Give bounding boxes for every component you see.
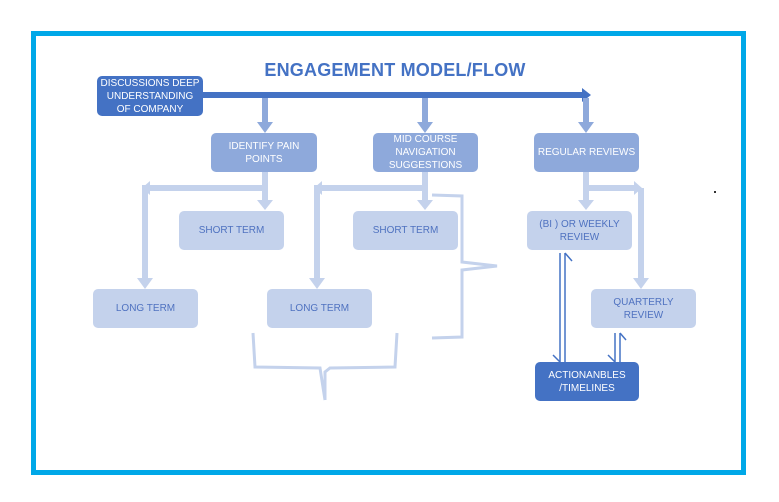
node-regular-reviews: REGULAR REVIEWS xyxy=(534,133,639,172)
node-short-term-1: SHORT TERM xyxy=(179,211,284,250)
diagram-frame xyxy=(31,31,746,475)
arrow-to-pain-points xyxy=(257,98,273,133)
stray-dot xyxy=(714,191,716,193)
regular-reviews-branches xyxy=(578,172,649,289)
node-identify-pain-points: IDENTIFY PAIN POINTS xyxy=(211,133,317,172)
diagram-title: ENGAGEMENT MODEL/FLOW xyxy=(264,60,526,80)
pain-points-branches xyxy=(137,172,273,289)
node-weekly-review: (BI ) OR WEEKLY REVIEW xyxy=(527,211,632,250)
mid-course-branches xyxy=(309,172,433,289)
right-brace xyxy=(431,193,498,340)
main-flow-arrow xyxy=(203,88,591,102)
node-short-term-2: SHORT TERM xyxy=(353,211,458,250)
node-mid-course: MID COURSE NAVIGATION SUGGESTIONS xyxy=(373,133,478,172)
weekly-actionables-arrows xyxy=(552,252,573,363)
node-quarterly-review: QUARTERLY REVIEW xyxy=(591,289,696,328)
node-long-term-1: LONG TERM xyxy=(93,289,198,328)
bottom-brace xyxy=(251,332,399,401)
arrow-to-mid-course xyxy=(417,98,433,133)
quarterly-actionables-arrows xyxy=(607,332,627,363)
node-long-term-2: LONG TERM xyxy=(267,289,372,328)
arrow-to-regular-reviews xyxy=(578,98,594,133)
node-discussions: DISCUSSIONS DEEP UNDERSTANDING OF COMPAN… xyxy=(97,76,203,116)
node-actionables: ACTIONANBLES /TIMELINES xyxy=(535,362,639,401)
